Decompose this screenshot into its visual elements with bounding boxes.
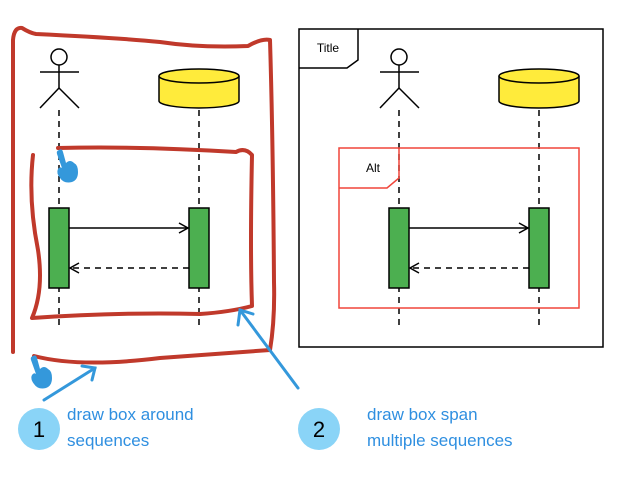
step-2-number: 2: [313, 417, 325, 442]
step-1-pointer-arrow: [42, 364, 97, 402]
step-2-pointer-arrow: [236, 308, 300, 390]
database-cylinder-icon: [498, 68, 580, 109]
step-1-text-line2: sequences: [67, 431, 149, 450]
right-sequence-diagram: Title Alt: [298, 28, 604, 348]
step-1-text-line1: draw box around: [67, 405, 194, 424]
freehand-outer-box: [11, 25, 277, 365]
database-cylinder-icon: [158, 68, 240, 109]
step-2-text-line2: multiple sequences: [367, 431, 513, 450]
step-2-badge: [298, 408, 340, 450]
step-2: 2 draw box span multiple sequences: [298, 405, 513, 450]
actor-activation-bar[interactable]: [388, 207, 410, 289]
step-2-text-line1: draw box span: [367, 405, 478, 424]
alt-fragment-tab: [339, 148, 400, 189]
actor-activation-bar[interactable]: [48, 207, 70, 289]
step-1: 1 draw box around sequences: [18, 405, 194, 450]
frame-title-label: Title: [317, 41, 340, 55]
database-activation-bar[interactable]: [528, 207, 550, 289]
database-activation-bar[interactable]: [188, 207, 210, 289]
frame-title-tab: [299, 29, 359, 69]
step-1-number: 1: [33, 417, 45, 442]
alt-combined-fragment[interactable]: [338, 147, 580, 309]
hand-pointer-icon: [56, 149, 78, 183]
sequence-frame[interactable]: [298, 28, 604, 348]
step-1-badge: [18, 408, 60, 450]
actor-stick-figure-icon: [39, 48, 80, 109]
actor-stick-figure-icon: [379, 48, 420, 109]
freehand-inner-box: [29, 145, 254, 320]
hand-pointer-icon: [30, 355, 52, 389]
alt-fragment-label: Alt: [366, 161, 381, 175]
left-sequence-diagram: [39, 48, 240, 328]
